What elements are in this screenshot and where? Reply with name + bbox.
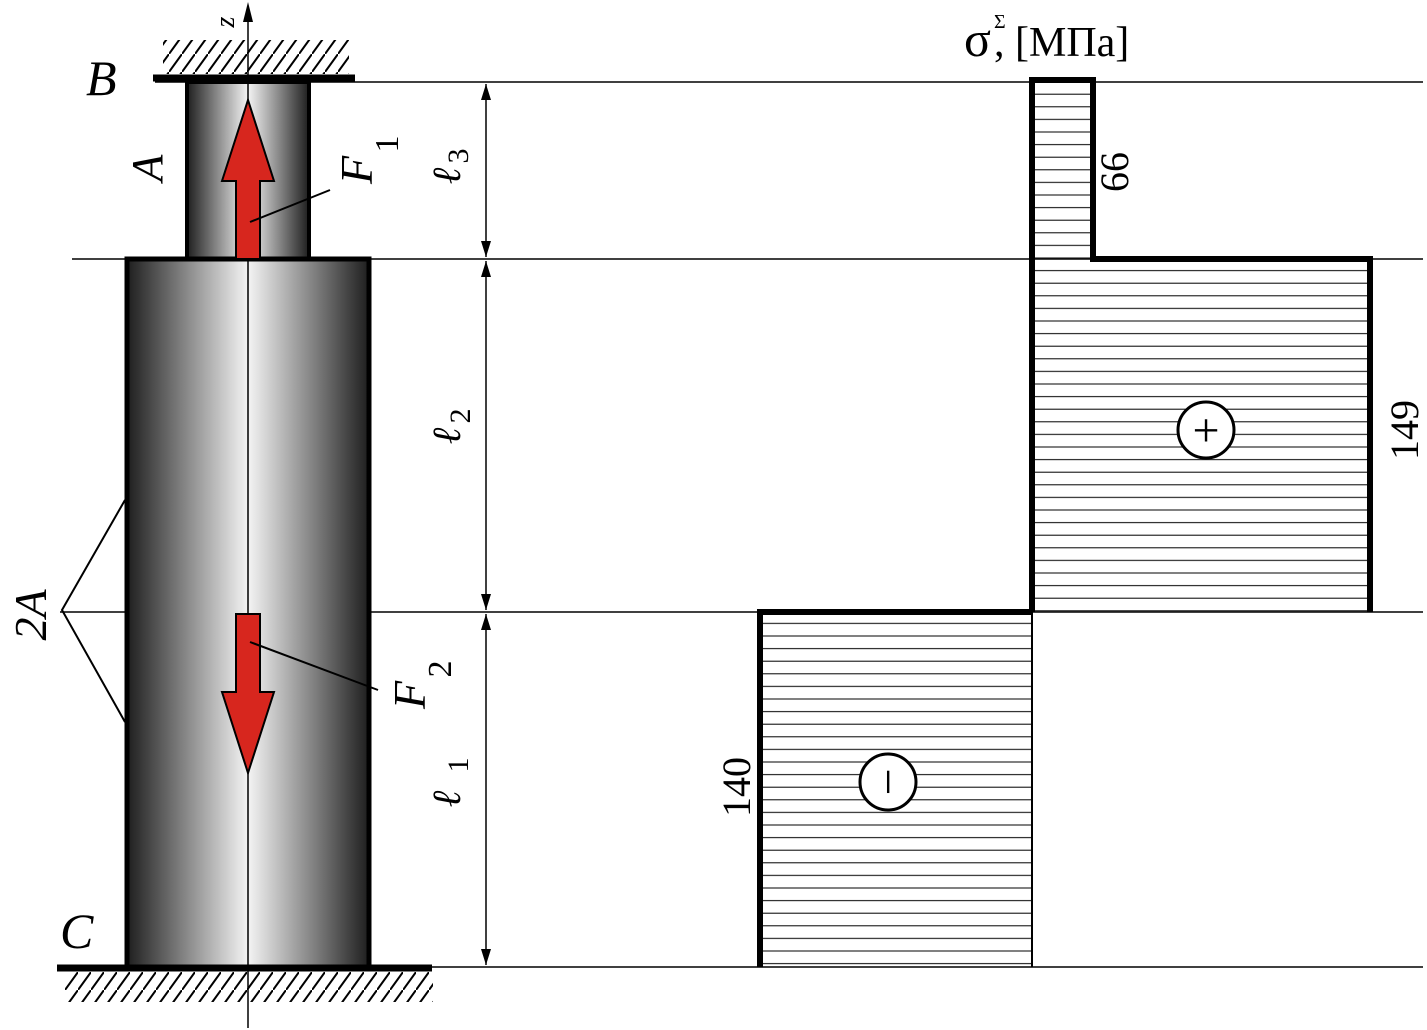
force-f2-leader — [249, 641, 379, 691]
area-2a-label: 2A — [5, 589, 56, 641]
top-support — [153, 40, 355, 82]
point-c-label: C — [60, 903, 94, 959]
dimension-l1-arrow-top — [481, 614, 491, 630]
stress-blocks — [757, 77, 1373, 967]
stress-value-bottom: 140 — [714, 757, 759, 817]
svg-text:1: 1 — [442, 758, 475, 773]
stress-diagram-title: σ Σ , [МПа] — [964, 11, 1129, 67]
stress-positive-outline — [1029, 77, 1373, 612]
svg-text:2: 2 — [444, 409, 477, 424]
svg-text:2: 2 — [422, 661, 459, 678]
top-support-hatching — [163, 40, 349, 74]
svg-text:ℓ: ℓ — [424, 167, 469, 184]
sign-negative-circle — [858, 752, 918, 812]
svg-text:ℓ: ℓ — [424, 427, 469, 444]
length-l1-label: ℓ 1 — [424, 758, 475, 808]
point-b-label: B — [86, 50, 117, 106]
sign-positive: + — [1176, 400, 1236, 460]
force-f1-leader — [249, 189, 331, 223]
dimension-arrowheads — [481, 84, 491, 965]
svg-text:1: 1 — [369, 136, 406, 153]
sign-positive-text: + — [1192, 404, 1219, 457]
stress-value-middle: 149 — [1382, 400, 1427, 460]
area-a-label: A — [123, 153, 172, 184]
stress-block-top — [1032, 82, 1093, 259]
title-sigma: σ — [964, 11, 991, 67]
force-f1-label: F 1 — [331, 136, 406, 186]
force-f1-arrow — [220, 96, 276, 260]
area-2a-leader — [60, 499, 126, 723]
dimension-l2-arrow-bottom — [481, 594, 491, 610]
dimension-l2-arrow-top — [481, 261, 491, 277]
stress-value-top: 66 — [1092, 152, 1137, 192]
force-f2-arrow — [220, 613, 276, 777]
dimension-l1-arrow-bottom — [481, 949, 491, 965]
bottom-support — [57, 964, 433, 1002]
length-l3-label: ℓ 3 — [424, 149, 475, 185]
length-l2-label: ℓ 2 — [424, 409, 477, 445]
sign-negative: − — [858, 752, 918, 812]
dimension-l3-arrow-bottom — [481, 241, 491, 257]
svg-text:F: F — [384, 680, 435, 710]
sign-negative-text: − — [862, 768, 915, 795]
force-f2-label: F 2 — [384, 661, 459, 711]
title-units: , [МПа] — [994, 20, 1129, 66]
svg-text:3: 3 — [442, 149, 475, 164]
svg-text:F: F — [331, 155, 382, 185]
z-axis-arrowhead — [243, 2, 253, 22]
stress-negative-outline — [757, 609, 1032, 967]
dimension-l3-arrow-top — [481, 84, 491, 100]
title-superscript: Σ — [994, 11, 1006, 33]
bottom-support-hatching — [65, 972, 433, 1002]
svg-text:ℓ: ℓ — [424, 790, 469, 807]
z-axis-label: z — [210, 16, 241, 28]
sign-positive-circle — [1176, 400, 1236, 460]
